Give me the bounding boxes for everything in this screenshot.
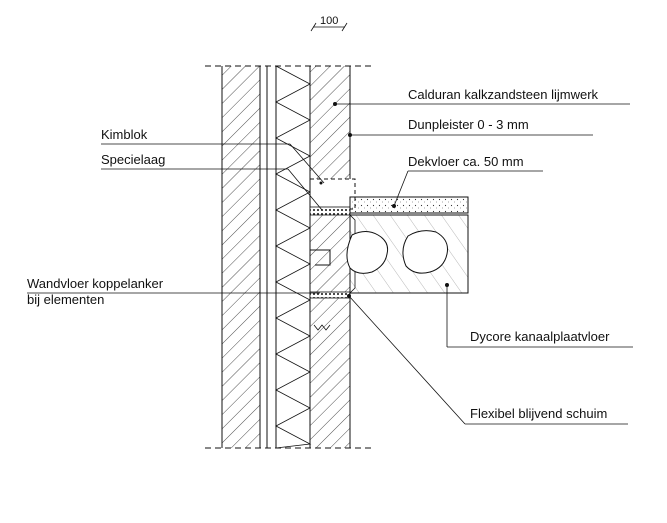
leader-specielaag: Specielaag [101, 152, 323, 211]
label-koppelanker-line2: bij elementen [27, 292, 104, 307]
slab-core-2 [402, 230, 448, 274]
label-dycore: Dycore kanaalplaatvloer [470, 329, 610, 344]
scale-label: 100 [320, 15, 338, 27]
leader-dunpleister: Dunpleister 0 - 3 mm [348, 117, 593, 137]
outer-wall-leaf [221, 66, 261, 448]
label-dunpleister: Dunpleister 0 - 3 mm [408, 117, 529, 132]
dekvloer-screed [349, 196, 469, 214]
label-calduran: Calduran kalkzandsteen lijmwerk [408, 87, 599, 102]
label-koppelanker-line1: Wandvloer koppelanker [27, 276, 164, 291]
label-kimblok: Kimblok [101, 127, 148, 142]
inner-wall-calduran-lower [310, 215, 351, 448]
leader-kimblok: Kimblok [101, 127, 325, 184]
inner-wall-calduran-upper [310, 66, 351, 179]
label-specielaag: Specielaag [101, 152, 165, 167]
specielaag-mortar [309, 206, 351, 216]
scale-indicator: 100 [310, 15, 348, 32]
kimblok-block [309, 178, 356, 210]
leader-dekvloer: Dekvloer ca. 50 mm [392, 154, 543, 208]
leader-koppelanker: Wandvloer koppelanker bij elementen [27, 276, 320, 307]
dycore-hollow-core-slab [346, 214, 469, 294]
label-dekvloer: Dekvloer ca. 50 mm [408, 154, 524, 169]
leader-schuim: Flexibel blijvend schuim [347, 294, 628, 425]
slab-core-1 [346, 231, 389, 274]
insulation-layer [275, 65, 312, 449]
coupling-anchor [310, 249, 331, 331]
leader-dycore: Dycore kanaalplaatvloer [445, 283, 633, 348]
label-schuim: Flexibel blijvend schuim [470, 406, 607, 421]
leader-calduran: Calduran kalkzandsteen lijmwerk [333, 87, 630, 106]
